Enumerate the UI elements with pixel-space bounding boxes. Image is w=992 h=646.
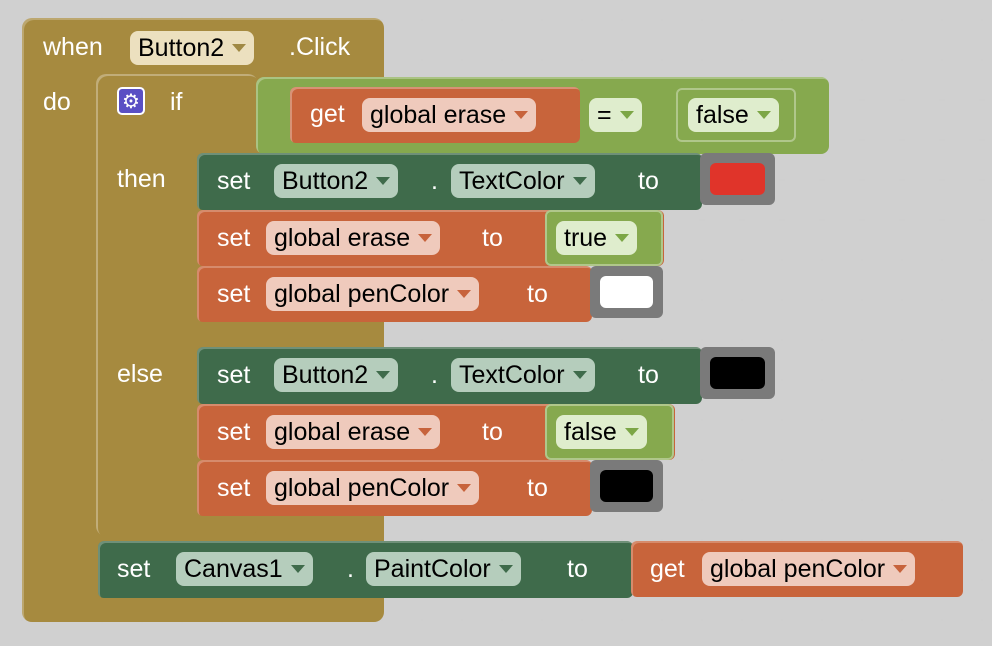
set-label: set (217, 224, 251, 252)
chevron-down-icon (498, 565, 513, 573)
get-variable-label: global erase (370, 100, 507, 129)
variable-dropdown[interactable]: global erase (266, 221, 441, 255)
if-label: if (170, 88, 183, 116)
chevron-down-icon (624, 428, 639, 436)
event-component-label: Button2 (138, 33, 225, 62)
chevron-down-icon (232, 44, 247, 52)
set-label: set (217, 280, 251, 308)
false-value-label: false (696, 100, 749, 129)
component-label: Button2 (282, 166, 369, 195)
to-label: to (567, 555, 588, 583)
true-value-label: true (564, 223, 608, 252)
dot-label: . (431, 361, 438, 389)
property-dropdown[interactable]: TextColor (451, 358, 595, 392)
set-textcolor-block-then[interactable] (197, 153, 702, 210)
property-dropdown[interactable]: TextColor (451, 164, 595, 198)
chevron-down-icon (893, 565, 908, 573)
event-name-label: .Click (289, 33, 351, 61)
to-label: to (638, 167, 659, 195)
to-label: to (527, 474, 548, 502)
variable-label: global penColor (274, 473, 450, 502)
chevron-down-icon (756, 111, 771, 119)
to-label: to (638, 361, 659, 389)
property-dropdown[interactable]: PaintColor (366, 552, 521, 586)
dot-label: . (431, 167, 438, 195)
component-dropdown[interactable]: Canvas1 (176, 552, 313, 586)
set-label: set (217, 418, 251, 446)
true-dropdown[interactable]: true (556, 221, 638, 255)
get-variable-dropdown[interactable]: global erase (362, 98, 537, 132)
property-label: TextColor (459, 360, 565, 389)
chevron-down-icon (619, 111, 634, 119)
variable-label: global penColor (274, 279, 450, 308)
chevron-down-icon (572, 371, 587, 379)
property-label: TextColor (459, 166, 565, 195)
color-swatch-black (710, 357, 765, 389)
component-label: Button2 (282, 360, 369, 389)
false-dropdown[interactable]: false (556, 415, 647, 449)
set-label: set (217, 474, 251, 502)
variable-dropdown[interactable]: global penColor (266, 471, 480, 505)
chevron-down-icon (376, 371, 391, 379)
component-dropdown[interactable]: Button2 (274, 358, 399, 392)
chevron-down-icon (457, 484, 472, 492)
chevron-down-icon (418, 234, 433, 242)
chevron-down-icon (418, 428, 433, 436)
event-component-dropdown[interactable]: Button2 (130, 31, 255, 65)
gear-icon[interactable]: ⚙ (117, 87, 145, 115)
chevron-down-icon (290, 565, 305, 573)
component-dropdown[interactable]: Button2 (274, 164, 399, 198)
color-swatch-red (710, 163, 765, 195)
chevron-down-icon (457, 290, 472, 298)
chevron-down-icon (572, 177, 587, 185)
property-label: PaintColor (374, 554, 491, 583)
get-variable-dropdown[interactable]: global penColor (702, 552, 916, 586)
false-value-label: false (564, 417, 617, 446)
else-label: else (117, 360, 163, 388)
color-swatch-white (600, 276, 653, 308)
chevron-down-icon (615, 234, 630, 242)
variable-dropdown[interactable]: global erase (266, 415, 441, 449)
variable-label: global erase (274, 223, 411, 252)
set-label: set (117, 555, 151, 583)
component-label: Canvas1 (184, 554, 283, 583)
do-label: do (43, 88, 71, 116)
get-label: get (310, 100, 345, 128)
operator-label: = (597, 100, 612, 129)
chevron-down-icon (376, 177, 391, 185)
chevron-down-icon (514, 111, 529, 119)
get-variable-label: global penColor (710, 554, 886, 583)
set-label: set (217, 167, 251, 195)
to-label: to (482, 224, 503, 252)
color-swatch-black (600, 470, 653, 502)
false-dropdown[interactable]: false (688, 98, 779, 132)
operator-dropdown[interactable]: = (589, 98, 642, 132)
variable-dropdown[interactable]: global penColor (266, 277, 480, 311)
set-textcolor-block-else[interactable] (197, 347, 702, 404)
to-label: to (482, 418, 503, 446)
to-label: to (527, 280, 548, 308)
when-label: when (43, 33, 103, 61)
dot-label: . (347, 555, 354, 583)
then-label: then (117, 165, 166, 193)
get-label: get (650, 555, 685, 583)
set-label: set (217, 361, 251, 389)
variable-label: global erase (274, 417, 411, 446)
